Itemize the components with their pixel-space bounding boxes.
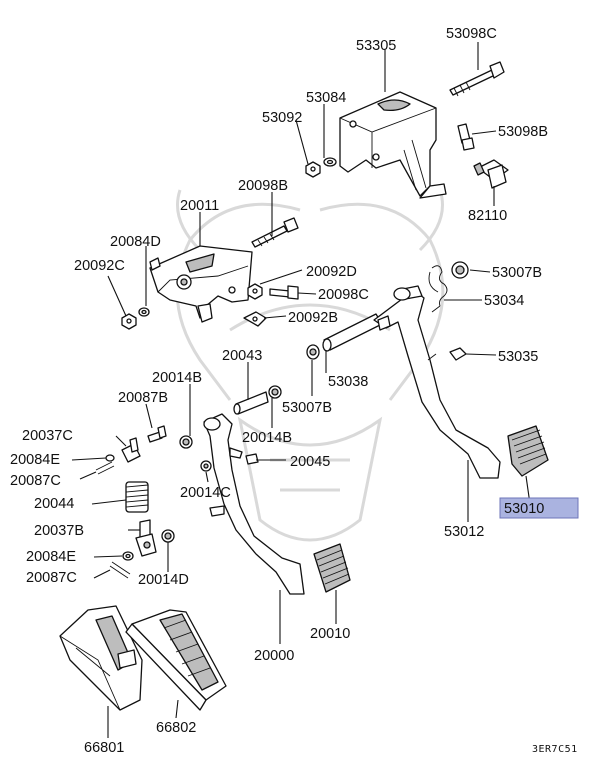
label-20014b-left[interactable]: 20014B (152, 370, 202, 386)
label-66801[interactable]: 66801 (84, 740, 124, 756)
leader-lines (71, 42, 531, 738)
bushing-20014b-mid[interactable] (268, 385, 282, 399)
label-53092[interactable]: 53092 (262, 110, 302, 126)
label-53012[interactable]: 53012 (444, 524, 484, 540)
pedal-pad-53010[interactable] (507, 425, 549, 477)
bolt-20098b[interactable] (251, 217, 299, 248)
label-66802[interactable]: 66802 (156, 720, 196, 736)
spring-20044[interactable] (125, 481, 149, 513)
part-labels: 53305 53098C 53084 53092 53098B 82110 20… (10, 26, 578, 756)
return-spring-53034[interactable] (428, 265, 448, 313)
label-53305[interactable]: 53305 (356, 38, 396, 54)
pin-20087c-top[interactable] (95, 461, 115, 475)
shaft-20043[interactable] (233, 391, 269, 415)
label-53007b-top[interactable]: 53007B (492, 265, 542, 281)
label-53084[interactable]: 53084 (306, 90, 346, 106)
washer-20084e-bot[interactable] (122, 551, 134, 561)
pedal-arm-20000[interactable] (203, 413, 305, 595)
bolt-20087b[interactable] (147, 425, 167, 443)
clevis-20037b[interactable] (135, 519, 157, 557)
label-20084e-bot[interactable]: 20084E (26, 549, 76, 565)
label-20045[interactable]: 20045 (290, 454, 330, 470)
bolt-53098c[interactable] (449, 61, 505, 97)
bushing-20014b-left[interactable] (179, 435, 193, 449)
washer-53084[interactable] (323, 157, 337, 167)
diagram-code: 3ER7C51 (532, 744, 578, 755)
label-53098c[interactable]: 53098C (446, 26, 497, 42)
label-53010[interactable]: 53010 (504, 501, 544, 517)
highlight-box-53010 (499, 497, 579, 519)
label-20014d[interactable]: 20014D (138, 572, 189, 588)
label-53034[interactable]: 53034 (484, 293, 524, 309)
pedal-arm-53012[interactable] (373, 285, 501, 479)
label-20014b-mid[interactable]: 20014B (242, 430, 292, 446)
label-20092c[interactable]: 20092C (74, 258, 125, 274)
nut-20092d[interactable] (247, 283, 263, 300)
nut-20092c[interactable] (121, 313, 137, 330)
accelerator-pedal-66802[interactable] (125, 609, 227, 711)
label-20098b[interactable]: 20098B (238, 178, 288, 194)
clevis-20037c[interactable] (121, 437, 141, 463)
label-20011[interactable]: 20011 (180, 198, 219, 214)
label-20037c[interactable]: 20037C (22, 428, 73, 444)
label-53007b-mid[interactable]: 53007B (282, 400, 332, 416)
label-53098b[interactable]: 53098B (498, 124, 548, 140)
label-20037b[interactable]: 20037B (34, 523, 84, 539)
washer-20084e-top[interactable] (105, 454, 115, 462)
pedal-pad-20010[interactable] (313, 543, 351, 593)
bushing-53007b-top[interactable] (451, 261, 469, 279)
pin-20087c-bot[interactable] (109, 561, 131, 579)
bracket-20011[interactable] (149, 245, 253, 323)
label-20087b[interactable]: 20087B (118, 390, 168, 406)
label-20092b[interactable]: 20092B (288, 310, 338, 326)
label-20000[interactable]: 20000 (254, 648, 294, 664)
bolt-53098b[interactable] (457, 123, 475, 151)
pin-20045[interactable] (245, 453, 259, 465)
pedal-base-66801[interactable] (59, 605, 143, 711)
label-82110[interactable]: 82110 (468, 208, 507, 224)
stopper-53035[interactable] (449, 347, 467, 361)
label-20084e-top[interactable]: 20084E (10, 452, 60, 468)
bracket-53305[interactable] (339, 91, 447, 199)
label-20092d[interactable]: 20092D (306, 264, 357, 280)
label-53038[interactable]: 53038 (328, 374, 368, 390)
bushing-20014d[interactable] (161, 529, 175, 543)
label-20014c[interactable]: 20014C (180, 485, 231, 501)
label-20010[interactable]: 20010 (310, 626, 350, 642)
label-20087c-bot[interactable]: 20087C (26, 570, 77, 586)
label-20098c[interactable]: 20098C (318, 287, 369, 303)
washer-20084d[interactable] (138, 307, 150, 317)
label-20043[interactable]: 20043 (222, 348, 262, 364)
nut-53092[interactable] (305, 161, 321, 178)
stop-lamp-switch-82110[interactable] (473, 159, 509, 189)
bolt-20098c[interactable] (269, 285, 299, 300)
label-20087c-top[interactable]: 20087C (10, 473, 61, 489)
bushing-20014c[interactable] (200, 460, 212, 472)
bushing-53007b-mid[interactable] (306, 344, 320, 360)
label-20084d[interactable]: 20084D (110, 234, 161, 250)
label-53035[interactable]: 53035 (498, 349, 538, 365)
label-20044[interactable]: 20044 (34, 496, 74, 512)
